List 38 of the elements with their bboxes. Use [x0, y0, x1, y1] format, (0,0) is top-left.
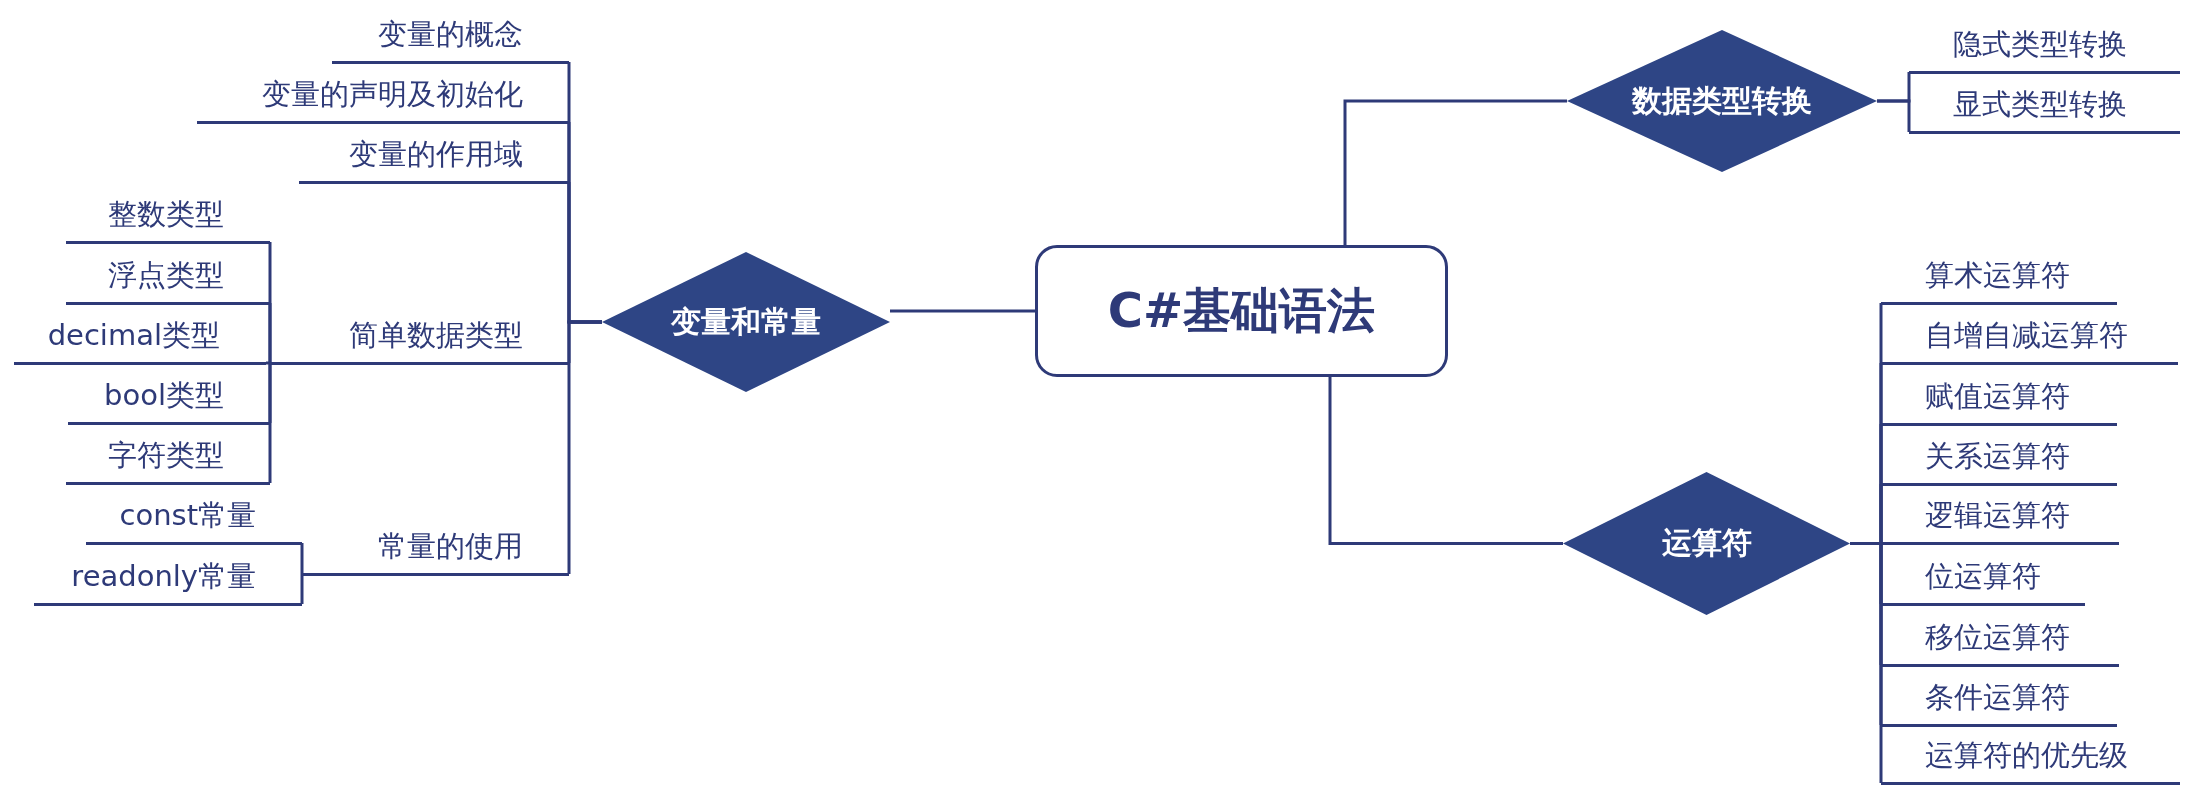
branch-label: 变量的作用域 — [299, 130, 569, 184]
connector-line — [266, 361, 272, 365]
branch-label: 隐式类型转换 — [1909, 20, 2180, 74]
central-topic-box: C#基础语法 — [1035, 245, 1448, 377]
branch-label: 运算符的优先级 — [1881, 731, 2180, 785]
branch-label: const常量 — [86, 491, 302, 545]
branch-label: 算术运算符 — [1881, 251, 2117, 305]
branch-label: 逻辑运算符 — [1881, 491, 2119, 545]
connector-line — [268, 363, 272, 483]
branch-label: 字符类型 — [66, 431, 270, 485]
topic-diamond: 运算符 — [1563, 472, 1850, 615]
branch-label: 位运算符 — [1881, 552, 2085, 606]
branch-label: 条件运算符 — [1881, 673, 2117, 727]
branch-label: 简单数据类型 — [270, 311, 569, 365]
branch-label: readonly常量 — [34, 552, 302, 606]
branch-label: 显式类型转换 — [1909, 80, 2180, 134]
branch-label: 移位运算符 — [1881, 613, 2119, 667]
branch-label: 关系运算符 — [1881, 432, 2117, 486]
connector-line — [1877, 99, 1911, 132]
branch-label: 变量的概念 — [332, 10, 569, 64]
connector-line — [1343, 99, 1567, 245]
branch-label: bool类型 — [68, 371, 270, 425]
connector-line — [300, 543, 304, 574]
branch-label: 赋值运算符 — [1881, 372, 2117, 426]
branch-label: 自增自减运算符 — [1881, 311, 2178, 365]
connector-line — [268, 303, 272, 363]
branch-label: 浮点类型 — [66, 251, 270, 305]
branch-label: decimal类型 — [14, 311, 266, 365]
branch-label: 常量的使用 — [302, 522, 569, 576]
branch-label: 整数类型 — [66, 190, 270, 244]
connector-line — [890, 309, 1035, 313]
connector-line — [1328, 377, 1563, 545]
topic-diamond: 变量和常量 — [602, 252, 890, 392]
topic-diamond: 数据类型转换 — [1567, 30, 1877, 172]
connector-line — [300, 574, 304, 604]
connector-line — [567, 320, 602, 574]
connector-line — [1850, 542, 1883, 783]
branch-label: 变量的声明及初始化 — [197, 70, 569, 124]
